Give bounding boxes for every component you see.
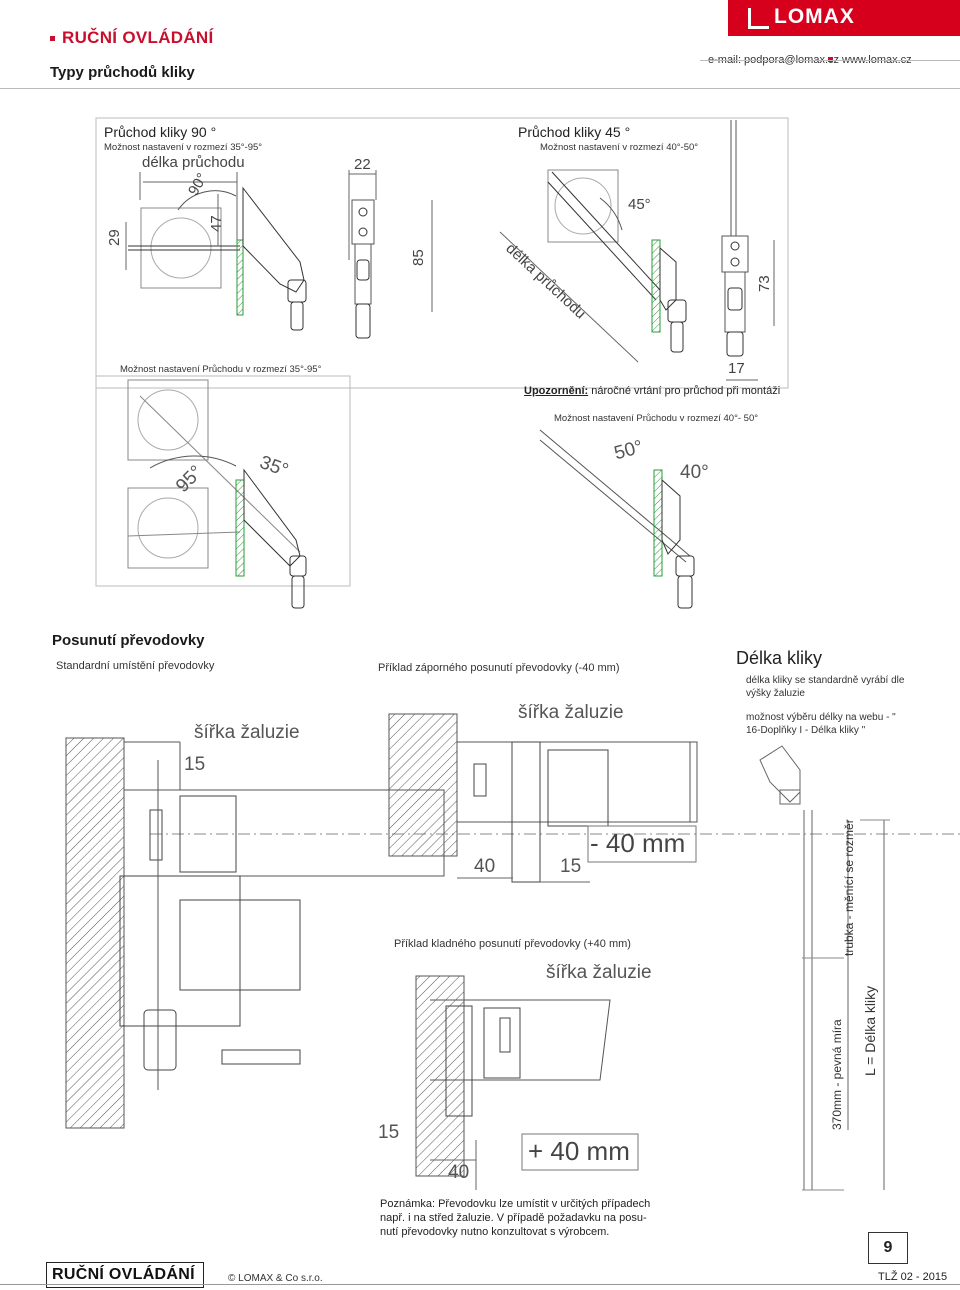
fixed-length-label: 370mm - pevná míra [830,1019,844,1130]
lomax-logo: LOMAX [728,0,960,36]
positive-value: + 40 mm [528,1136,630,1166]
bullet-icon [50,36,55,42]
section-title: RUČNÍ OVLÁDÁNÍ [50,28,214,48]
dim-85: 85 [410,249,427,266]
tube-label: trubka - měnící se rozměr [842,819,856,956]
fig90-title: Průchod kliky 90 ° [104,124,217,140]
handle-length-text-4: 16-Doplňky I - Délka kliky " [746,725,866,736]
negative-value: - 40 mm [590,828,686,858]
separator-dot [828,57,833,62]
negative-caption: Příklad záporného posunutí převodovky (-… [378,662,620,674]
note-line-2: např. i na střed žaluzie. V případě poža… [380,1212,647,1224]
standard-caption: Standardní umístění převodovky [56,660,215,672]
standard-dim-15: 15 [184,754,206,775]
shift-heading: Posunutí převodovky [52,632,205,649]
positive-dim-40: 40 [448,1162,470,1183]
standard-blind-width: šířka žaluzie [194,722,300,743]
header-rule [700,60,960,61]
warning-note: Upozornění: náročné vrtání pro průchod p… [524,385,781,397]
footer-title-box [46,1262,204,1288]
negative-dim-40: 40 [474,856,496,877]
footer-title: RUČNÍ OVLÁDÁNÍ [52,1266,195,1283]
handle-length-text-3: možnost výběru délky na webu - " [746,712,896,723]
note-line-1: Poznámka: Převodovku lze umístit v určit… [380,1198,651,1210]
handle-length-text-1: délka kliky se standardně vyrábí dle [746,675,905,686]
negative-blind-width: šířka žaluzie [518,702,624,723]
page-number: 9 [868,1232,908,1264]
handle-length-title: Délka kliky [736,648,823,668]
negative-dim-15: 15 [560,856,582,877]
note-line-3: nutí převodovky nutno konzultovat s výro… [380,1226,610,1238]
adjust-left-caption: Možnost nastavení Průchodu v rozmezí 35°… [120,364,322,375]
logo-text: LOMAX [774,5,855,28]
dim-47: 47 [208,215,225,232]
positive-dim-15: 15 [378,1122,400,1143]
logo-mark-icon [748,8,769,29]
fig45-range: Možnost nastavení v rozmezí 40°-50° [540,142,699,153]
positive-blind-width: šířka žaluzie [546,962,652,983]
dim-29: 29 [106,229,123,246]
adjust-right-angle-40: 40° [680,462,709,483]
dim-22: 22 [354,156,371,173]
adjust-right-caption: Možnost nastavení Průchodu v rozmezí 40°… [554,413,759,424]
dim-73: 73 [756,275,773,292]
fig90-range: Možnost nastavení v rozmezí 35°-95° [104,142,263,153]
handle-L-label: L = Délka kliky [862,985,878,1076]
footer-doc-code: TLŽ 02 - 2015 [878,1271,948,1283]
fig90-length-label: délka průchodu [142,154,245,171]
page-subtitle: Typy průchodů kliky [50,64,195,81]
positive-caption: Příklad kladného posunutí převodovky (+4… [394,938,631,950]
fig45-title: Průchod kliky 45 ° [518,124,631,140]
header-divider [0,88,960,89]
handle-length-text-2: výšky žaluzie [746,688,805,699]
fig45-angle: 45° [628,196,651,213]
footer-rule [0,1284,960,1285]
footer-copyright: © LOMAX & Co s.r.o. [228,1273,323,1284]
dim-17: 17 [728,360,745,377]
